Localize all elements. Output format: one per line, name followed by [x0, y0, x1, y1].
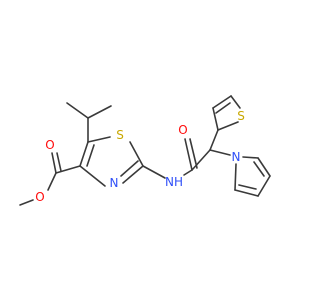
bond: [129, 141, 144, 167]
bond: [257, 175, 271, 197]
atom-label-n-pyrrole: N: [232, 150, 241, 164]
bond: [191, 149, 211, 171]
bonds: [19, 95, 271, 206]
bond: [242, 156, 259, 159]
atom-label-s-thiazole: S: [116, 128, 124, 142]
atom-label-s-thiophene: S: [237, 109, 245, 123]
bond: [209, 149, 231, 156]
bond: [257, 157, 271, 177]
bond: [234, 189, 259, 197]
structure-svg: O O O N S NH S N: [19, 95, 271, 206]
atom-label-o-carbonyl: O: [45, 138, 54, 152]
bond: [253, 161, 265, 177]
bond: [51, 152, 57, 174]
bond: [122, 165, 144, 184]
bond: [212, 95, 232, 109]
bond: [238, 184, 257, 190]
atom-label-o-ether: O: [35, 190, 44, 204]
bond: [183, 169, 193, 176]
bond: [215, 102, 231, 114]
bond: [120, 160, 139, 177]
bond: [142, 165, 166, 179]
bond: [217, 121, 239, 131]
bond: [87, 105, 112, 119]
bond: [47, 172, 57, 191]
bond: [19, 199, 34, 206]
bond: [209, 129, 219, 151]
atom-label-n-thiazole: N: [110, 176, 119, 190]
bond: [56, 152, 62, 172]
bond: [66, 102, 89, 119]
bond: [79, 165, 106, 187]
atom-labels: O O O N S NH S N: [35, 109, 245, 204]
bond: [212, 107, 219, 131]
bond: [230, 95, 241, 109]
bond: [87, 136, 111, 143]
atom-label-nh-amide: NH: [165, 175, 183, 189]
atom-label-o-amide: O: [178, 123, 187, 137]
bond: [184, 138, 193, 171]
bond: [189, 138, 198, 169]
bond: [234, 163, 237, 191]
molecule-diagram: O O O N S NH S N: [19, 95, 271, 206]
bond: [86, 144, 95, 167]
bond: [79, 141, 89, 167]
bond: [55, 165, 81, 174]
